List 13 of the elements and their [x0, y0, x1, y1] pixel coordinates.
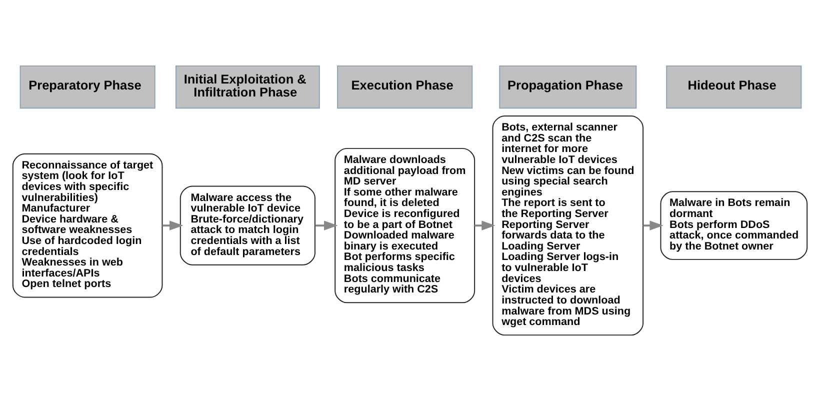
- node-box: Malware in Bots remain dormant Bots perform DDoS attack, once commanded by the Botnet owner: [660, 190, 808, 260]
- node-box: Reconnaissance of target system (look for IoT devices with specific vulnerabilities) Manufacturer Device hardware & software weaknesses Use of hardcoded login credentials Weaknesses in web interfaces/APIs Open telnet ports: [12, 152, 163, 298]
- node-box: Hideout Phase: [666, 64, 802, 108]
- node-box: Malware downloads additional payload from MD server If some other malware found, it is deleted Device is reconfigured to be a part of Botnet Downloaded malware binary is executed Bot performs specific malicious tasks Bots communicate regularly with C2S: [334, 147, 476, 303]
- node-box: Propagation Phase: [499, 64, 637, 108]
- node-box: Preparatory Phase: [20, 64, 156, 108]
- arrow: [643, 220, 664, 230]
- arrow: [315, 220, 338, 230]
- node-box: Malware access the vulnerable IoT device Brute-force/dictionary attack to match login credentials with a list of default parameters: [180, 185, 316, 265]
- node-box: Execution Phase: [337, 64, 473, 108]
- arrow: [474, 220, 496, 230]
- node-box: Initial Exploitation & Infiltration Phase: [175, 64, 320, 108]
- node-box: Bots, external scanner and C2S scan the internet for more vulnerable IoT devices New victims can be found using special search engines The report is sent to the Reporting Server Reporting Server forwards data to the Loading Server Loading Server logs-in to vulnerable IoT devices Victim devices are instructed to download malware from MDS using wget command: [492, 115, 644, 336]
